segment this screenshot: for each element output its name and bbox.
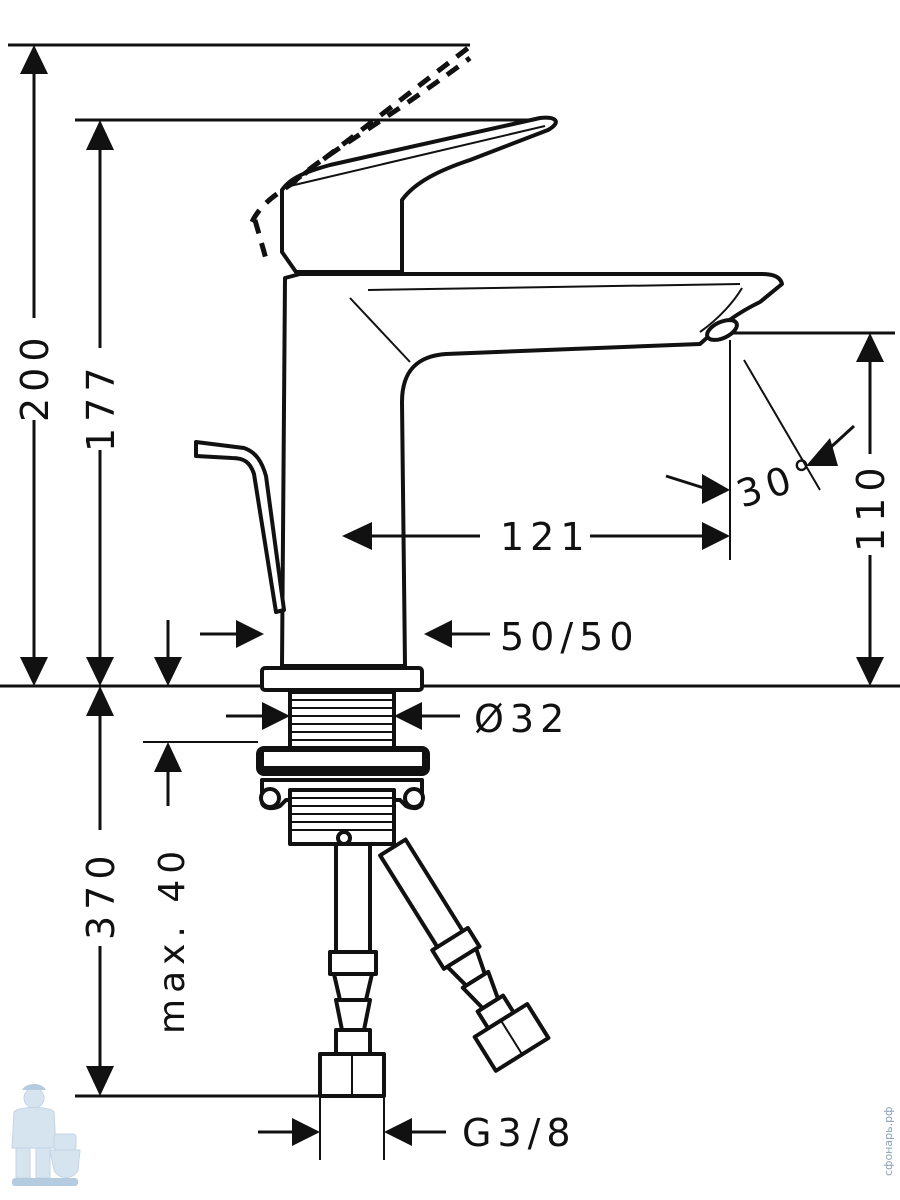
dimension-121 xyxy=(342,522,730,550)
label-200: 200 xyxy=(13,331,57,422)
dimension-110 xyxy=(856,333,884,686)
dimension-max-40 xyxy=(154,742,182,806)
plumber-logo xyxy=(11,1084,81,1186)
dimension-g38 xyxy=(258,1098,446,1160)
label-30-degrees: 30° xyxy=(731,448,826,516)
mounting-assembly xyxy=(256,666,430,846)
dimension-177 xyxy=(86,120,114,686)
watermark-text: сфонарь.рф xyxy=(882,1107,895,1176)
label-max-40: max. 40 xyxy=(152,845,193,1034)
dimension-baseline-left xyxy=(154,620,182,686)
faucet-body xyxy=(194,46,784,668)
label-g3-8: G3/8 xyxy=(462,1111,577,1155)
label-110: 110 xyxy=(849,461,893,552)
dimension-370 xyxy=(86,686,114,1096)
label-121: 121 xyxy=(500,515,591,559)
label-177: 177 xyxy=(79,361,123,452)
label-diameter-32: Ø32 xyxy=(474,697,570,741)
dimension-50-50 xyxy=(200,620,490,648)
label-50-50: 50/50 xyxy=(500,615,640,659)
dimension-200 xyxy=(20,45,48,686)
supply-hoses xyxy=(318,837,551,1098)
label-370: 370 xyxy=(79,849,123,940)
extension-lines xyxy=(0,43,900,1098)
dimension-30-angle xyxy=(665,359,856,504)
dimension-32 xyxy=(226,702,460,730)
